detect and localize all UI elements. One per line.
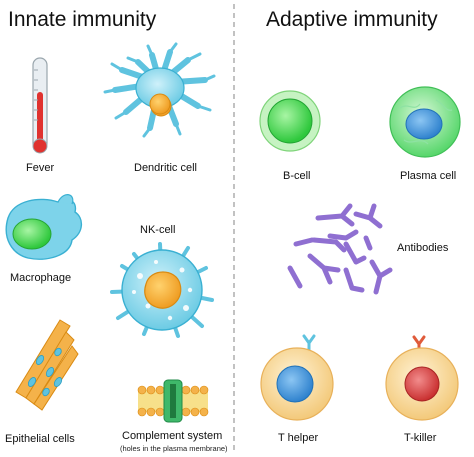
antibodies-label: Antibodies	[397, 242, 449, 254]
t-killer-label: T-killer	[404, 432, 437, 444]
nk-cell-label: NK-cell	[140, 224, 176, 236]
innate-immunity-heading: Innate immunity	[8, 8, 157, 31]
complement-system-label: Complement system	[122, 430, 223, 442]
dendritic-cell-icon	[103, 42, 216, 138]
t-killer-icon	[385, 335, 459, 421]
b-cell-label: B-cell	[283, 170, 311, 182]
plasma-cell-icon	[389, 86, 461, 158]
adaptive-immunity-heading: Adaptive immunity	[266, 8, 438, 31]
b-cell-icon	[259, 90, 321, 152]
t-helper-icon	[260, 334, 334, 421]
macrophage-icon	[5, 194, 83, 260]
thermometer-icon	[32, 57, 48, 154]
antibodies-icon	[287, 203, 393, 295]
macrophage-label: Macrophage	[10, 272, 72, 284]
complement-note-label: (holes in the plasma membrane)	[120, 444, 228, 453]
nk-cell-icon	[110, 242, 214, 338]
epithelial-cells-label: Epithelial cells	[5, 433, 75, 445]
plasma-cell-label: Plasma cell	[400, 170, 457, 182]
fever-label: Fever	[26, 162, 55, 174]
complement-system-icon	[137, 379, 209, 423]
epithelial-cells-icon	[15, 319, 79, 411]
t-helper-label: T helper	[278, 432, 319, 444]
dendritic-cell-label: Dendritic cell	[134, 162, 197, 174]
